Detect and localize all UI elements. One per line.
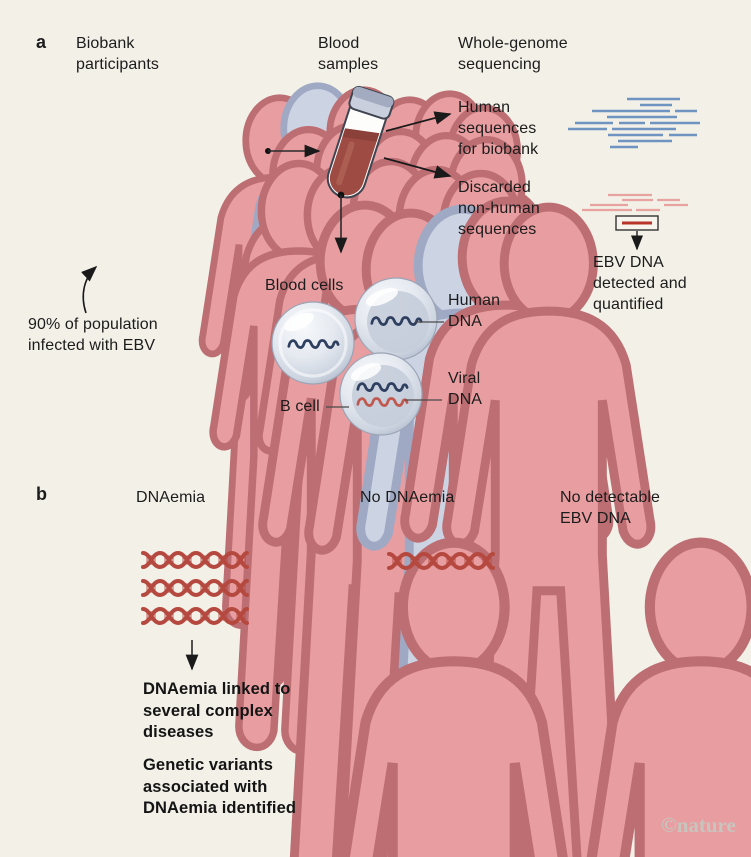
b-cell [339,352,423,436]
blood-cell-left [271,301,355,385]
column-no-dnaemia-title: No DNAemia [360,489,455,506]
biobank-participants-label: Biobank participants [76,35,160,73]
finding-1: DNAemia linked to several complex diseas… [143,680,291,741]
blood-cells-illustration [271,277,444,436]
discarded-sequences-label: Discarded non-human sequences [458,179,540,238]
finding-2: Genetic variants associated with DNAemia… [143,756,297,817]
column-dnaemia-title: DNAemia [136,489,206,506]
crowd-to-tube-arrow [265,144,321,158]
blood-cell-top [354,277,438,361]
panel-b-label: b [36,484,48,504]
population-note-arrow [81,265,98,314]
ebv-detected-label: EBV DNA detected and quantified [593,254,687,313]
population-note: 90% of population infected with EBV [28,316,158,354]
tube-to-human-seq-arrow [385,111,452,132]
nonhuman-sequences-icon [582,193,688,212]
human-sequences-icon [568,97,700,149]
blood-tube-illustration [326,85,395,199]
b-cell-label: B cell [280,398,320,415]
column-no-ebv-title: No detectable EBV DNA [560,489,661,527]
wgs-label: Whole-genome sequencing [458,35,568,73]
blood-cells-title: Blood cells [265,277,344,294]
blood-samples-label: Blood samples [318,35,379,73]
human-dna-label: Human DNA [448,292,501,330]
ebv-fragment-box [615,215,659,251]
tube-to-cells-arrow [334,191,348,254]
panel-a-label: a [36,32,47,52]
tube-to-discarded-seq-arrow [383,157,452,179]
viral-dna-label: Viral DNA [448,370,483,408]
nature-watermark: ©nature [661,813,736,837]
human-sequences-label: Human sequences for biobank [458,99,539,158]
